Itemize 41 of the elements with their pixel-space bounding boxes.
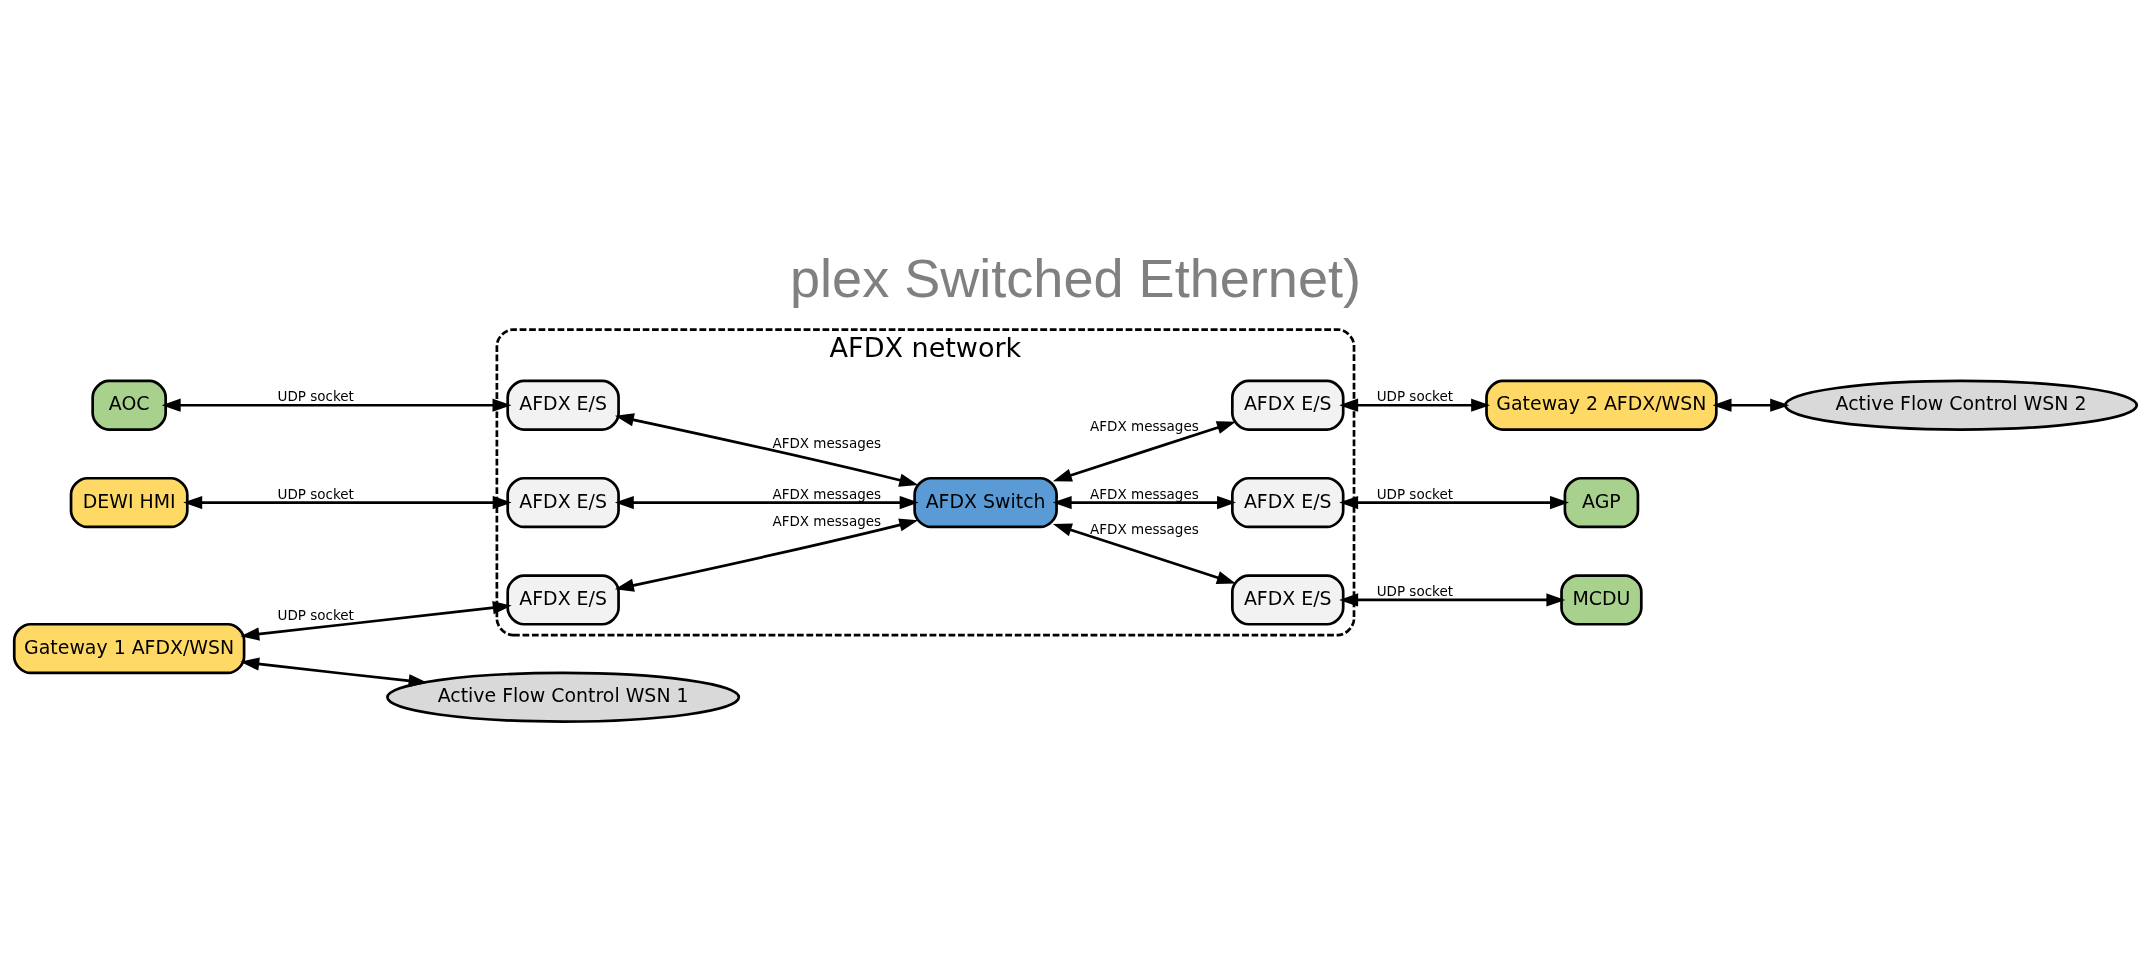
edge-label: UDP socket xyxy=(1376,582,1454,599)
arrow xyxy=(1052,495,1236,510)
arrow xyxy=(1339,593,1566,607)
node-box: AFDX E/S xyxy=(1231,379,1345,431)
arrow xyxy=(183,495,512,510)
node-ellipse: Active Flow Control WSN 2 xyxy=(1783,379,2139,431)
node-box: AFDX Switch xyxy=(913,476,1058,529)
edge-label: AFDX messages xyxy=(772,485,882,502)
node-box: AGP xyxy=(1563,476,1640,529)
arrow xyxy=(614,495,919,510)
edge-label: AFDX messages xyxy=(772,435,882,452)
edge-label: UDP socket xyxy=(277,485,354,502)
edge-label: AFDX messages xyxy=(772,512,882,529)
edge-label: AFDX messages xyxy=(1090,417,1199,434)
arrow xyxy=(614,518,919,592)
edge-label: UDP socket xyxy=(1376,388,1454,405)
arrow xyxy=(1339,398,1491,412)
edge-label: AFDX messages xyxy=(1090,520,1199,537)
arrow xyxy=(1052,421,1236,482)
node-box: Gateway 1 AFDX/WSN xyxy=(12,622,246,675)
arrow xyxy=(161,398,512,412)
arrow xyxy=(1052,523,1236,584)
arrow xyxy=(240,657,428,688)
edge-label: UDP socket xyxy=(277,388,354,405)
diagram-title: plex Switched Ethernet) xyxy=(790,248,1361,309)
arrow xyxy=(1712,398,1790,412)
edge-label: AFDX messages xyxy=(1090,485,1199,502)
node-box: AFDX E/S xyxy=(506,476,620,529)
node-box: Gateway 2 AFDX/WSN xyxy=(1485,379,1718,431)
arrow xyxy=(240,601,512,641)
edge-label: UDP socket xyxy=(1376,485,1454,502)
node-box: AOC xyxy=(91,379,167,431)
node-box: AFDX E/S xyxy=(1231,476,1345,529)
node-box: AFDX E/S xyxy=(506,574,620,626)
edge-label: UDP socket xyxy=(277,607,354,624)
arrow xyxy=(614,413,919,487)
node-box: AFDX E/S xyxy=(506,379,620,431)
arrow xyxy=(1339,495,1569,510)
node-box: DEWI HMI xyxy=(69,476,189,529)
node-box: MCDU xyxy=(1560,574,1643,626)
node-box: AFDX E/S xyxy=(1231,574,1345,626)
